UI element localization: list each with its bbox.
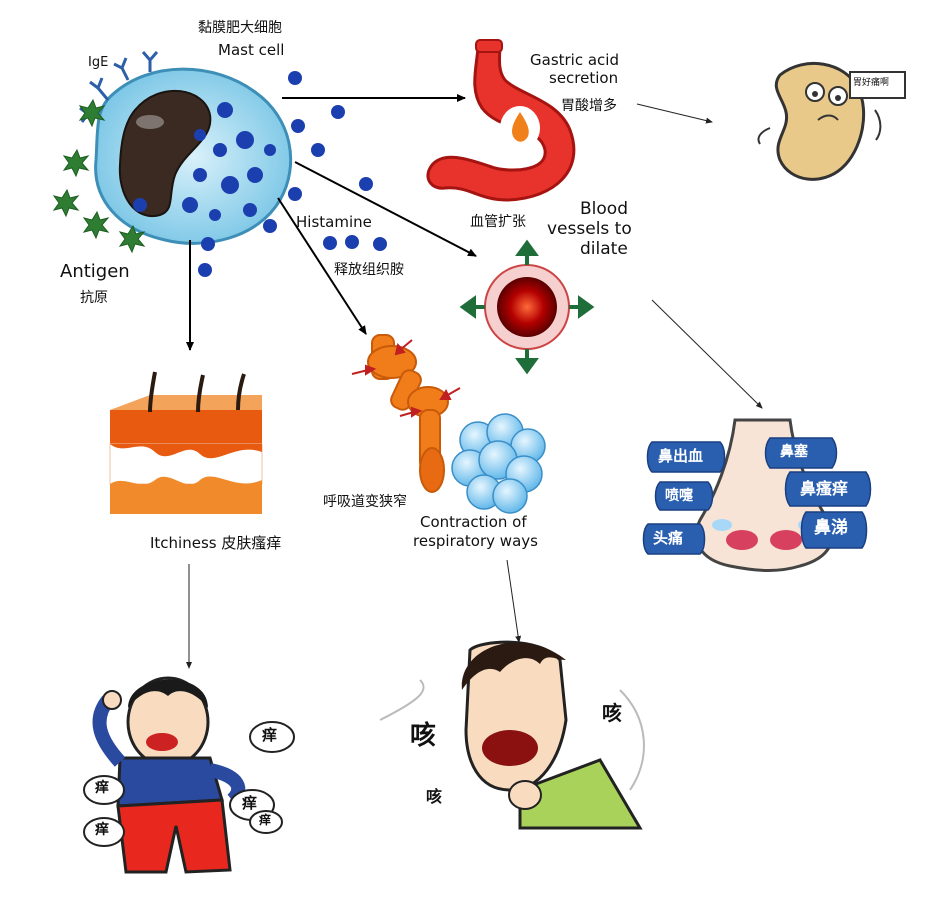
lung-alveoli-icon — [451, 413, 546, 514]
histamine-granules-icon — [198, 71, 387, 277]
cough-text: 咳 — [426, 787, 443, 806]
sad-stomach-character-icon — [757, 62, 906, 181]
stomach-icon — [426, 39, 576, 202]
histamine-label-zh: 释放组织胺 — [334, 262, 404, 278]
respiratory-label-en-2: respiratory ways — [413, 532, 538, 550]
nose-bubble-text: 鼻瘙痒 — [800, 479, 849, 498]
itch-bubbles — [83, 721, 295, 847]
gastric-label-en-1: Gastric acid — [530, 51, 619, 69]
mast-cell-icon — [79, 51, 293, 245]
cough-text: 咳 — [410, 721, 437, 751]
blood-vessel-icon — [459, 239, 595, 375]
respiratory-label-zh: 呼吸道变狭窄 — [323, 494, 407, 510]
blood-vessels-label-zh: 血管扩张 — [470, 214, 526, 230]
antigen-label-zh: 抗原 — [80, 290, 108, 306]
nose-bubble-text: 鼻出血 — [658, 447, 704, 465]
gastric-label-en-2: secretion — [549, 69, 619, 87]
mast-cell-label-en: Mast cell — [218, 41, 285, 59]
coughing-person-icon — [379, 640, 645, 830]
itchiness-label: Itchiness 皮肤瘙痒 — [150, 534, 282, 552]
nose-bubble-text: 鼻塞 — [780, 444, 808, 460]
itchy-child-icon — [92, 676, 246, 874]
nose-bubble-text: 鼻涕 — [814, 518, 848, 538]
antigen-particles-icon — [52, 98, 146, 254]
cough-text: 咳 — [602, 701, 622, 725]
itch-bubble-text: 痒 — [262, 726, 278, 744]
skin-layers-icon — [109, 371, 263, 514]
gastric-label-zh: 胃酸增多 — [561, 98, 617, 114]
histamine-label-en: Histamine — [296, 213, 372, 231]
itch-bubble-text: 痒 — [95, 780, 109, 796]
ige-label: IgE — [88, 55, 109, 70]
pathway-arrows — [186, 94, 477, 351]
mast-cell-label-zh: 黏膜肥大细胞 — [198, 20, 282, 36]
respiratory-airway-icon — [351, 334, 461, 493]
itch-bubble-text: 痒 — [95, 822, 109, 838]
stomach-speech-bubble: 胃好痛啊 — [853, 78, 890, 88]
nose-bubble-text: 头痛 — [653, 529, 684, 547]
itch-bubble-text: 痒 — [259, 813, 272, 827]
blood-vessels-label-en-1: Blood — [580, 199, 628, 219]
blood-vessels-label-en-3: dilate — [580, 239, 628, 259]
nose-symptom-bubbles — [642, 437, 872, 555]
itch-bubble-text: 痒 — [242, 794, 258, 812]
antigen-label-en: Antigen — [60, 261, 130, 282]
blood-vessels-label-en-2: vessels to — [547, 219, 632, 239]
respiratory-label-en-1: Contraction of — [420, 513, 527, 531]
nose-bubble-text: 喷嚏 — [665, 488, 693, 504]
secondary-arrows — [186, 103, 763, 669]
